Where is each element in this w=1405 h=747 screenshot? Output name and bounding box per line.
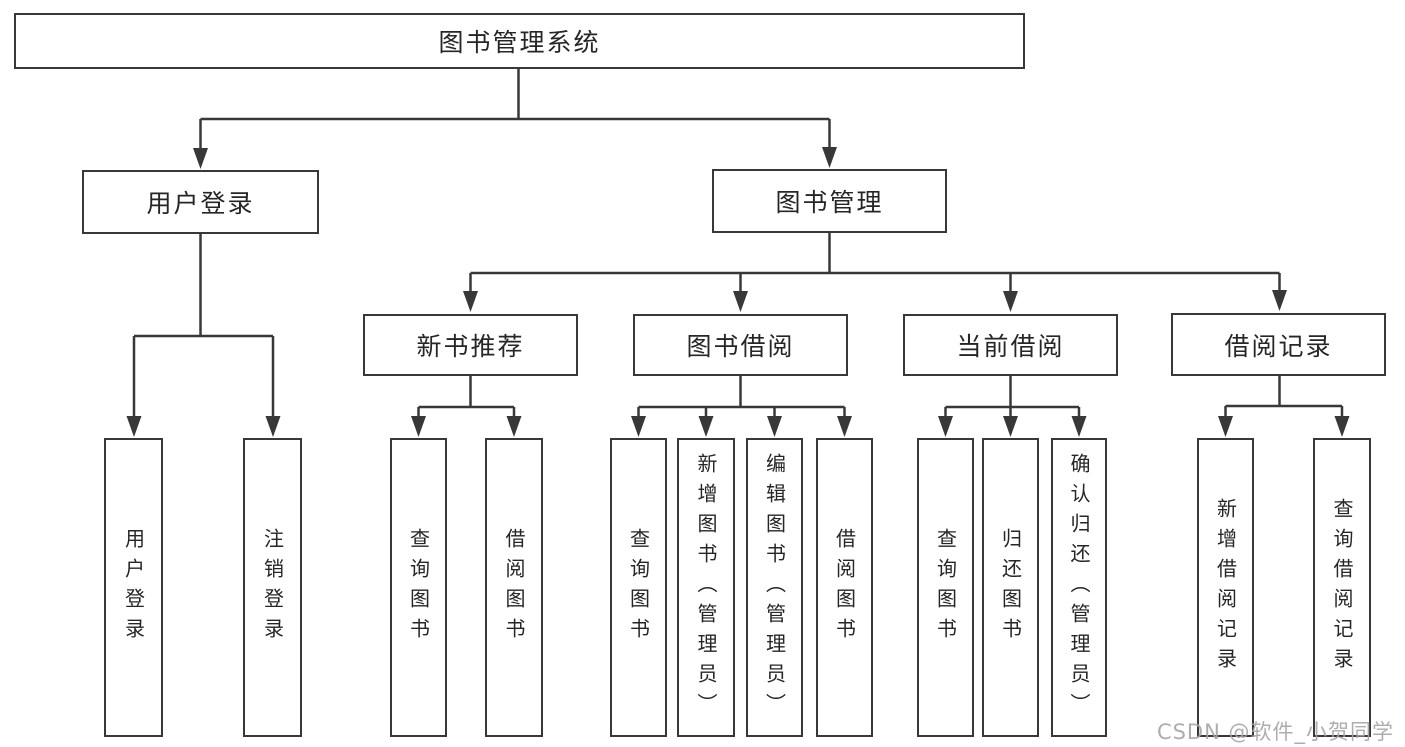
leaf-query-borrow-record-label: 查询借阅记录 — [1330, 497, 1354, 678]
leaf-edit-book-admin-label: 编辑图书（管理员） — [762, 452, 787, 723]
node-borrowing-records-label: 借阅记录 — [1224, 331, 1333, 361]
node-book-management: 图书管理 — [712, 169, 947, 233]
node-borrowing-records: 借阅记录 — [1171, 313, 1386, 376]
leaf-query-books-current: 查询图书 — [917, 438, 974, 737]
node-user-login-label: 用户登录 — [146, 189, 255, 218]
leaf-logout-label: 注销登录 — [260, 527, 285, 648]
leaf-query-books-borrowing: 查询图书 — [610, 438, 667, 737]
leaf-add-borrow-record: 新增借阅记录 — [1197, 438, 1254, 737]
leaf-add-book-admin: 新增图书（管理员） — [677, 438, 735, 737]
node-book-borrowing: 图书借阅 — [633, 314, 848, 376]
leaf-edit-book-admin: 编辑图书（管理员） — [746, 438, 803, 737]
node-new-book-recommend: 新书推荐 — [363, 314, 578, 376]
leaf-user-login: 用户登录 — [104, 438, 163, 737]
leaf-query-books-recommend: 查询图书 — [390, 438, 447, 737]
leaf-query-books-borrowing-label: 查询图书 — [626, 527, 651, 648]
leaf-query-books-current-label: 查询图书 — [933, 527, 958, 648]
leaf-borrow-books-recommend: 借阅图书 — [485, 438, 543, 737]
node-new-book-recommend-label: 新书推荐 — [416, 332, 525, 361]
node-current-borrowing-label: 当前借阅 — [956, 332, 1065, 361]
leaf-borrow-books-borrowing: 借阅图书 — [816, 438, 873, 737]
connector-paths — [132, 69, 1344, 420]
node-library-system-label: 图书管理系统 — [438, 28, 601, 57]
leaf-return-book-label: 归还图书 — [998, 527, 1023, 648]
leaf-return-book: 归还图书 — [982, 438, 1039, 737]
leaf-user-login-label: 用户登录 — [121, 527, 146, 648]
node-user-login: 用户登录 — [82, 170, 319, 234]
leaf-borrow-books-borrowing-label: 借阅图书 — [832, 527, 857, 648]
watermark: CSDN @软件_小贺同学 — [1156, 720, 1394, 744]
node-book-management-label: 图书管理 — [775, 188, 884, 217]
leaf-borrow-books-recommend-label: 借阅图书 — [502, 527, 526, 648]
leaf-query-borrow-record: 查询借阅记录 — [1313, 438, 1371, 737]
leaf-logout: 注销登录 — [243, 438, 302, 737]
leaf-add-book-admin-label: 新增图书（管理员） — [694, 452, 718, 723]
node-current-borrowing: 当前借阅 — [903, 314, 1118, 376]
leaf-add-borrow-record-label: 新增借阅记录 — [1213, 497, 1238, 678]
leaf-query-books-recommend-label: 查询图书 — [406, 527, 431, 648]
arrowhead-icons — [126, 147, 1350, 437]
leaf-confirm-return-admin-label: 确认归还（管理员） — [1067, 452, 1091, 723]
node-book-borrowing-label: 图书借阅 — [686, 332, 795, 361]
node-library-system: 图书管理系统 — [14, 13, 1025, 69]
leaf-confirm-return-admin: 确认归还（管理员） — [1051, 438, 1107, 737]
